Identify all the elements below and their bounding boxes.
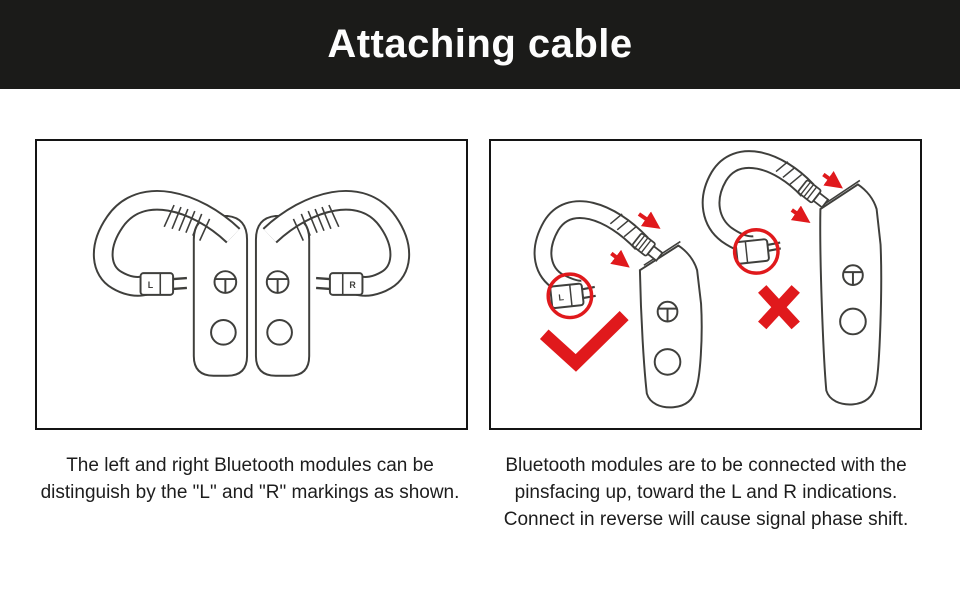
correct-connector-marking: L <box>558 292 565 303</box>
caption-line: Bluetooth modules are to be connected wi… <box>505 455 907 476</box>
correct-connection-drawing: L <box>533 200 703 409</box>
caption-line: distinguish by the "L" and "R" markings … <box>40 482 460 503</box>
right-module-marking: R <box>349 280 356 290</box>
insert-direction-arrow-icon <box>610 249 630 268</box>
cable-plug-drawing <box>797 179 830 209</box>
right-earhook-module-drawing <box>256 200 400 375</box>
connection-orientation-drawing: L <box>533 150 883 409</box>
cable-plug-drawing <box>631 232 664 262</box>
highlight-circle-correct <box>546 272 594 320</box>
left-earhook-module-drawing: L <box>103 200 247 375</box>
caption-line: pinsfacing up, toward the L and R indica… <box>514 482 898 503</box>
insert-direction-arrow-icon <box>790 205 811 223</box>
left-module-marking: L <box>148 280 154 290</box>
caption-line: The left and right Bluetooth modules can… <box>66 455 434 476</box>
check-icon <box>539 310 629 372</box>
title-banner: Attaching cable <box>0 0 960 89</box>
lr-identification-caption: The left and right Bluetooth modules can… <box>18 452 482 506</box>
lr-identification-drawing: L R <box>37 141 466 428</box>
lr-identification-panel: L R <box>35 139 468 430</box>
connection-orientation-panel: L <box>489 139 922 430</box>
cross-icon <box>758 285 800 330</box>
highlight-circle-incorrect <box>732 228 780 275</box>
page-title: Attaching cable <box>327 22 633 66</box>
insert-direction-arrow-icon <box>822 170 843 189</box>
caption-line: Connect in reverse will cause signal pha… <box>503 509 909 530</box>
connection-orientation-caption: Bluetooth modules are to be connected wi… <box>478 452 934 533</box>
incorrect-connection-drawing <box>701 150 883 406</box>
insert-direction-arrow-icon <box>637 211 661 229</box>
